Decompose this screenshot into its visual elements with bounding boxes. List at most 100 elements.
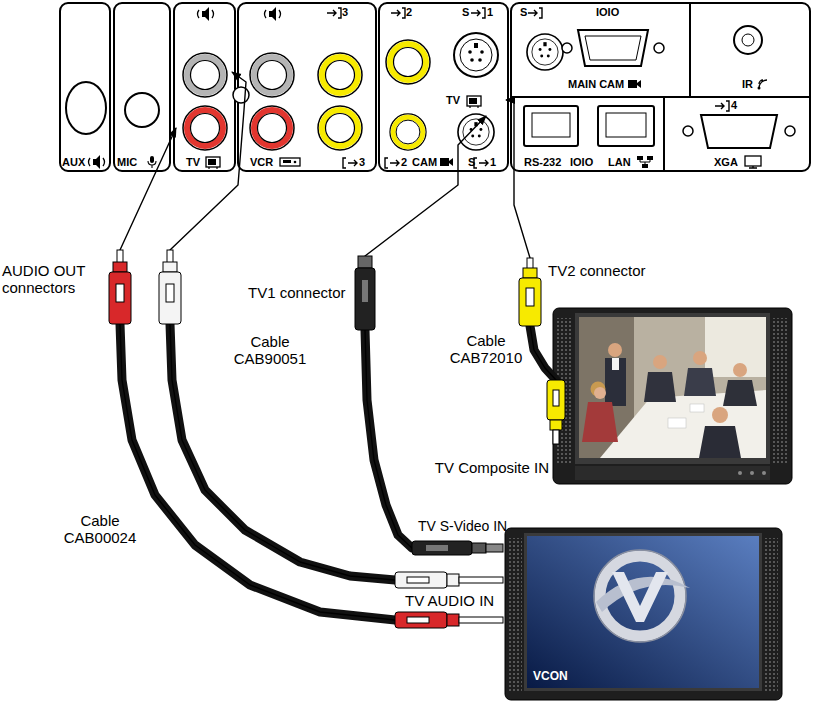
ir-sensor — [742, 34, 754, 46]
port-label: VCR — [250, 156, 273, 169]
output-icon — [474, 158, 488, 168]
callout-label: TV S-Video IN — [418, 518, 507, 534]
svideo-plug — [355, 256, 375, 330]
node-label: TV — [186, 156, 200, 169]
composite-cable — [530, 326, 556, 380]
plug-collar — [550, 420, 562, 430]
mic-icon — [148, 156, 156, 168]
plug-window — [116, 284, 124, 302]
rca-plug — [547, 380, 565, 444]
port-label: IOIO — [596, 6, 619, 19]
port-label: S — [462, 6, 469, 19]
plug-body — [519, 278, 541, 326]
callout-label: TV2 connector — [548, 262, 646, 279]
cable-label: Cable CAB72010 — [446, 332, 526, 367]
port-label: LAN — [608, 156, 631, 169]
audio-jack — [250, 106, 294, 150]
plug-window — [407, 617, 429, 623]
db9-connector — [578, 30, 648, 66]
rca-plug — [395, 572, 503, 588]
port-label: S — [468, 156, 475, 169]
photo-person — [594, 387, 606, 399]
speaker-icon — [89, 155, 105, 169]
plug-pin — [459, 617, 503, 623]
plug-body — [109, 272, 131, 324]
port-label: MAIN CAM — [568, 78, 624, 91]
panel-section — [114, 3, 170, 171]
port-label: 3 — [359, 156, 365, 169]
audio-jack — [183, 53, 227, 97]
video-out-jacks: TV — [384, 6, 506, 116]
panel-section — [238, 3, 376, 171]
ir-icon — [758, 80, 768, 90]
photo-person — [723, 380, 757, 406]
cable-label: Cable CAB90051 — [228, 333, 312, 368]
screw-hole — [683, 126, 693, 136]
plug-grip — [426, 545, 448, 551]
output-icon — [343, 158, 357, 168]
speaker-grille — [509, 538, 522, 692]
audio-cable — [170, 324, 395, 580]
ir-sensor — [734, 26, 762, 54]
photo-person — [733, 363, 747, 377]
port-label: IR — [742, 78, 753, 91]
rca-plug — [159, 250, 181, 324]
photo-person — [653, 355, 667, 369]
mic-jack — [125, 93, 159, 127]
port-label: 2 — [401, 156, 407, 169]
port-label: AUX — [62, 156, 85, 169]
tv-control-bar — [575, 466, 770, 480]
plug-grip — [362, 280, 368, 302]
plug-body — [355, 268, 375, 330]
aux-jack — [66, 82, 106, 134]
vcr-icon — [280, 158, 300, 166]
plug-window — [553, 390, 559, 406]
port-label: MIC — [117, 156, 137, 169]
cable-label: Cable CAB00024 — [58, 512, 142, 547]
rs232-port — [532, 113, 570, 137]
panel-section — [174, 3, 235, 171]
svideo-plug — [412, 541, 503, 555]
tv-button — [750, 471, 754, 475]
rs232-port — [524, 106, 578, 146]
video-jack — [386, 40, 430, 84]
input-icon — [391, 8, 405, 18]
port-label: RS-232 — [524, 156, 561, 169]
port-label: 1 — [487, 6, 493, 19]
panel-section — [379, 3, 508, 171]
screw-hole — [654, 43, 664, 53]
svideo-jack — [458, 114, 494, 150]
plug-collar — [523, 268, 537, 278]
plug-pin — [553, 430, 559, 444]
port-label: S — [520, 6, 527, 19]
tv-set — [505, 528, 782, 700]
plug-body — [412, 541, 472, 555]
tv-set — [553, 308, 792, 484]
camera-icon — [628, 80, 641, 88]
tv-button — [738, 471, 742, 475]
photo-wall — [579, 317, 766, 458]
audio-jack — [183, 106, 227, 150]
panel-section — [60, 3, 110, 171]
photo-paper — [668, 418, 686, 428]
rca-plug — [395, 612, 503, 628]
photo-person — [608, 343, 622, 357]
screw — [233, 87, 249, 103]
plug-window — [526, 288, 534, 306]
plug-collar — [447, 614, 459, 626]
audio-out-jacks: TV — [176, 50, 232, 172]
rca-plug — [109, 250, 131, 324]
input-icon — [471, 8, 485, 18]
plug-body — [395, 612, 447, 628]
svideo-jack — [454, 33, 498, 77]
video-jack — [318, 53, 362, 97]
photo-person — [684, 368, 716, 396]
panel-section — [511, 3, 810, 171]
output-icon — [385, 158, 399, 168]
tv-bezel — [575, 313, 770, 464]
lan-port — [606, 113, 646, 137]
port-label: 1 — [490, 156, 496, 169]
cable-connector — [170, 72, 503, 580]
photo-person — [712, 407, 728, 423]
